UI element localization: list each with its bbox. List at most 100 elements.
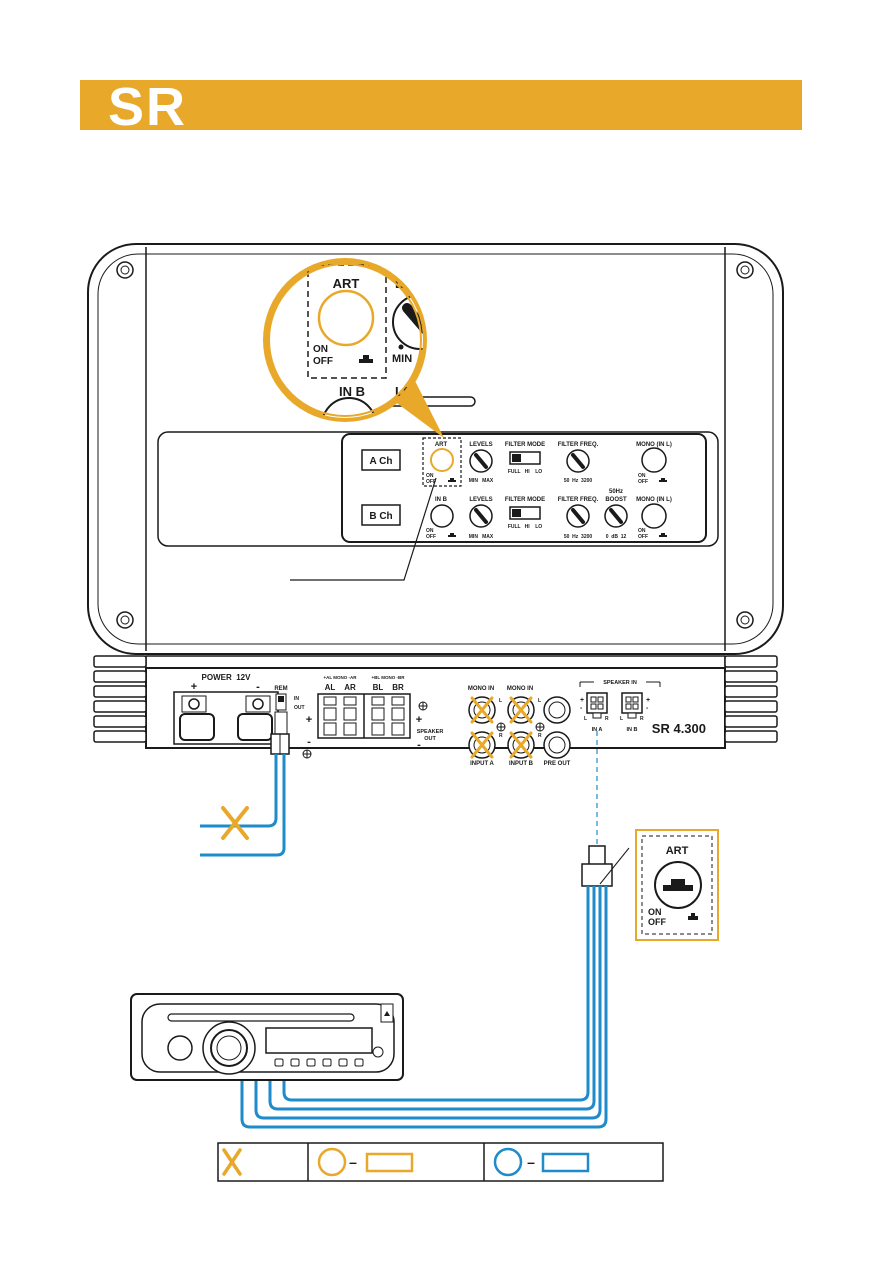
amplifier-rear-panel: POWER 12V + - REM IN OUT +AL MONO -AR +B…	[93, 655, 778, 767]
filter-freq-a-knob[interactable]	[566, 449, 590, 473]
speaker-minus-right: -	[417, 739, 421, 751]
in-a-label: IN A	[592, 727, 603, 733]
boost-title-2: BOOST	[605, 497, 627, 503]
head-unit	[130, 993, 404, 1081]
pressed-button-icon	[663, 879, 693, 891]
legend-orange-circle-icon	[317, 1147, 347, 1177]
bl-mono-br-label: +BL MONO -BR	[371, 675, 405, 680]
rca-pre-out-l[interactable]	[543, 696, 571, 724]
input-b-label: INPUT B	[509, 761, 534, 767]
small-button[interactable]	[372, 1046, 384, 1058]
legend-x-icon	[222, 1148, 242, 1176]
filter-mode-b-switch[interactable]	[509, 506, 541, 520]
power-socket-plus[interactable]	[179, 713, 215, 741]
filter-freq-a-label: FILTER FREQ.	[558, 442, 599, 448]
levels-b-knob[interactable]	[469, 504, 493, 528]
rem-label: REM	[274, 686, 287, 692]
screw-icon	[116, 261, 134, 279]
levels-a-label: LEVELS	[469, 442, 492, 448]
legend-blue-circle-icon	[493, 1147, 523, 1177]
harness-plug-body	[581, 863, 613, 887]
speaker-out-label-2: OUT	[424, 736, 436, 742]
channel-a-label: A Ch	[370, 456, 393, 467]
speaker-plus-left: +	[306, 714, 312, 726]
header-bar: SR	[80, 77, 802, 137]
in-b-label: IN B	[435, 497, 448, 503]
boost-knob[interactable]	[604, 504, 628, 528]
zoom-callout: ART ON OFF LEV MIN M IN B LE	[263, 258, 444, 452]
filter-mode-b-label: FILTER MODE	[505, 497, 545, 503]
channel-b-label-box	[361, 504, 401, 526]
heatsink-fins-right	[724, 655, 778, 743]
levels-a-knob[interactable]	[469, 449, 493, 473]
al-label: AL	[325, 683, 336, 692]
art-button[interactable]	[430, 448, 454, 472]
ground-icon	[418, 701, 428, 711]
zoom-art-label: ART	[333, 276, 360, 291]
rca-pre-out-r[interactable]	[543, 731, 571, 759]
filter-mode-a-label: FILTER MODE	[505, 442, 545, 448]
in-b-connector-label: IN B	[627, 727, 638, 733]
speaker-in-a-plus: +	[580, 697, 584, 704]
speaker-in-a-connector[interactable]	[586, 692, 608, 719]
legend: – –	[217, 1142, 664, 1182]
legend-dash-blue: –	[527, 1154, 535, 1170]
power-screw-plus	[181, 695, 207, 713]
zoom-in-b-label: IN B	[339, 384, 365, 399]
speaker-minus-left: -	[307, 736, 311, 748]
left-button[interactable]	[167, 1035, 193, 1061]
rem-in-label: IN	[294, 696, 299, 702]
art-inset: ART ON OFF	[635, 829, 719, 941]
pre-out-label: PRE OUT	[544, 761, 571, 767]
volume-knob[interactable]	[210, 1029, 248, 1067]
in-b-button[interactable]	[430, 504, 454, 528]
zoom-on-label: ON	[313, 344, 328, 355]
mono-b-button[interactable]	[641, 503, 667, 529]
art-dashed-frame	[422, 437, 462, 487]
filter-mode-a-switch[interactable]	[509, 451, 541, 465]
speaker-in-b-r: R	[640, 716, 644, 722]
mono-in-label-a: MONO IN	[468, 686, 494, 692]
pressed-button-icon	[448, 533, 456, 537]
mono-a-off: OFF	[638, 479, 648, 485]
harness-plug-top	[588, 845, 606, 867]
pressed-button-icon	[688, 913, 698, 920]
zoom-in-b-button[interactable]	[321, 397, 377, 452]
heatsink-fins-left	[93, 655, 147, 743]
remote-wires	[200, 733, 290, 857]
ground-icon	[535, 722, 545, 732]
input-a-label: INPUT A	[470, 761, 494, 767]
filter-freq-b-knob[interactable]	[566, 504, 590, 528]
boost-title-1: 50Hz	[609, 489, 623, 495]
not-connected-x-mark	[221, 806, 249, 840]
ground-icon	[496, 722, 506, 732]
filter-mode-a-options: FULL HI LO	[508, 469, 542, 475]
art-leader-line	[290, 477, 437, 581]
al-mono-ar-label: +AL MONO -AR	[323, 675, 357, 680]
speaker-in-a-r: R	[605, 716, 609, 722]
mono-b-off: OFF	[638, 534, 648, 540]
preset-buttons[interactable]	[274, 1058, 364, 1067]
mono-a-on: ON	[638, 473, 646, 479]
levels-a-range: MIN MAX	[469, 478, 494, 484]
zoom-art-button[interactable]	[317, 289, 375, 347]
speaker-in-b-connector[interactable]	[621, 692, 643, 719]
eject-icon	[384, 1011, 390, 1016]
channel-b-label: B Ch	[369, 511, 392, 522]
speaker-in-label: SPEAKER IN	[603, 680, 637, 686]
mono-in-label-b: MONO IN	[507, 686, 533, 692]
mono-a-label: MONO (IN L)	[636, 442, 672, 448]
speaker-in-a-l: L	[584, 716, 587, 722]
pressed-button-icon	[359, 355, 373, 363]
filter-mode-b-options: FULL HI LO	[508, 524, 542, 530]
boost-range: 0 dB 12	[606, 534, 627, 540]
mono-a-button[interactable]	[641, 447, 667, 473]
legend-dash-orange: –	[349, 1154, 357, 1170]
logo-text: SR	[108, 77, 187, 137]
art-off-label: OFF	[426, 479, 436, 485]
pressed-button-icon	[659, 478, 667, 482]
zoom-min-label: MIN	[392, 353, 412, 365]
bl-label: BL	[373, 683, 384, 692]
power-socket-minus[interactable]	[237, 713, 273, 741]
power-label: POWER 12V	[202, 673, 252, 682]
